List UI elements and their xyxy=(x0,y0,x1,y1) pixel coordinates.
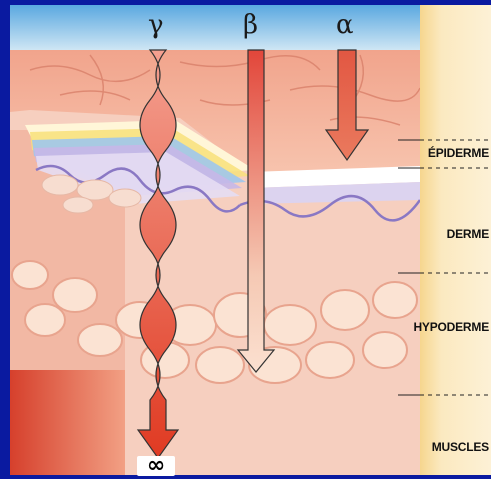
label-muscles: MUSCLES xyxy=(432,440,489,454)
label-hypodermis: HYPODERME xyxy=(413,320,489,334)
label-dermis: DERME xyxy=(447,227,489,241)
beta-symbol: β xyxy=(243,10,258,40)
sky-band xyxy=(10,5,420,50)
muscle-block xyxy=(10,370,125,475)
alpha-symbol: α xyxy=(336,10,354,40)
gamma-symbol: γ xyxy=(148,10,164,40)
label-epidermis: ÉPIDERME xyxy=(428,146,489,160)
infinity-symbol: ∞ xyxy=(137,456,175,476)
